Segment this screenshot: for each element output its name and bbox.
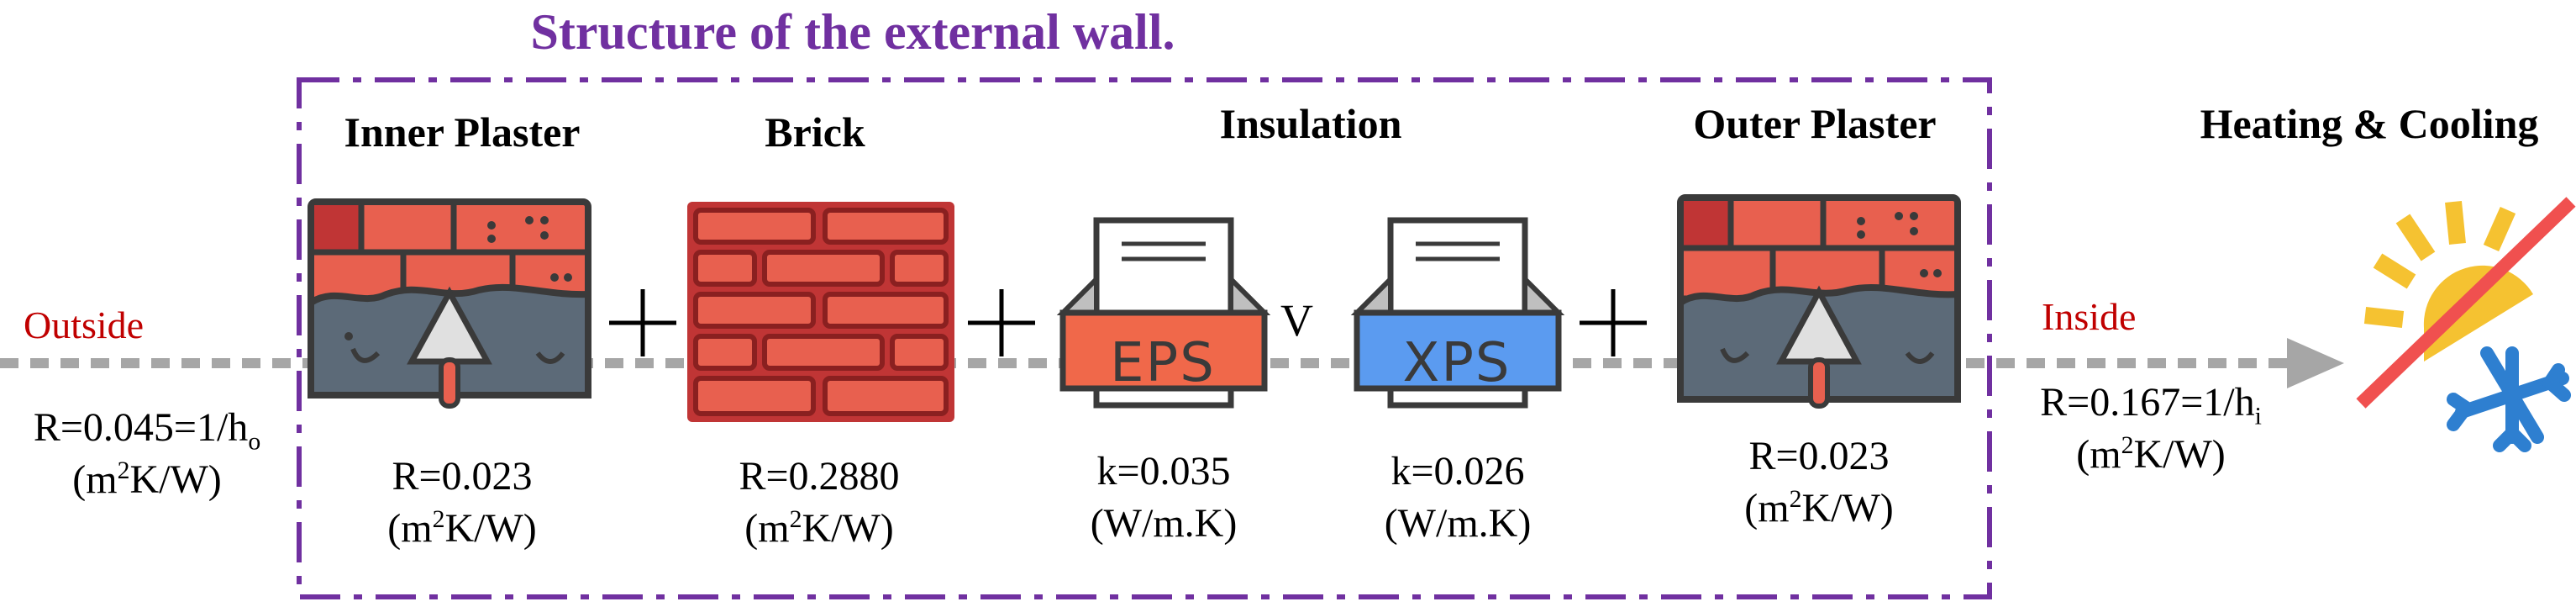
outer-plaster-label: Outer Plaster xyxy=(1693,100,1937,147)
inside-label: Inside xyxy=(2042,295,2137,338)
eps-text: EPS xyxy=(1110,332,1216,394)
diagram-title: Structure of the external wall. xyxy=(530,4,1175,60)
external-wall-frame xyxy=(297,77,1992,599)
inner-plaster-icon xyxy=(308,198,591,409)
insulation-label: Insulation xyxy=(1219,100,1402,147)
or-symbol: V xyxy=(1280,295,1313,346)
inner-plaster-resistance: R=0.023 (m2K/W) xyxy=(387,454,537,551)
slash-line xyxy=(2356,197,2576,409)
xps-board-icon xyxy=(1350,217,1565,409)
outer-plaster-resistance: R=0.023 (m2K/W) xyxy=(1744,434,1894,530)
xps-conductivity: k=0.026 (W/m.K) xyxy=(1384,449,1532,546)
sun-snowflake-icon xyxy=(2356,197,2576,452)
heat-flow-arrowhead xyxy=(2287,338,2344,388)
heating-cooling-label: Heating & Cooling xyxy=(2200,100,2539,147)
xps-text: XPS xyxy=(1402,332,1511,394)
brick-wall-icon xyxy=(687,202,954,422)
eps-board-icon xyxy=(1056,217,1271,409)
eps-conductivity: k=0.035 (W/m.K) xyxy=(1090,449,1238,546)
outer-plaster-icon xyxy=(1677,194,1961,409)
brick-resistance: R=0.2880 (m2K/W) xyxy=(739,454,900,551)
inner-plaster-label: Inner Plaster xyxy=(344,108,581,156)
outside-resistance: R=0.045=1/ho (m2K/W) xyxy=(33,405,261,502)
inside-resistance: R=0.167=1/hi (m2K/W) xyxy=(2040,380,2262,477)
brick-label: Brick xyxy=(765,108,865,156)
plus-sign xyxy=(609,289,1647,356)
outside-label: Outside xyxy=(24,304,145,346)
